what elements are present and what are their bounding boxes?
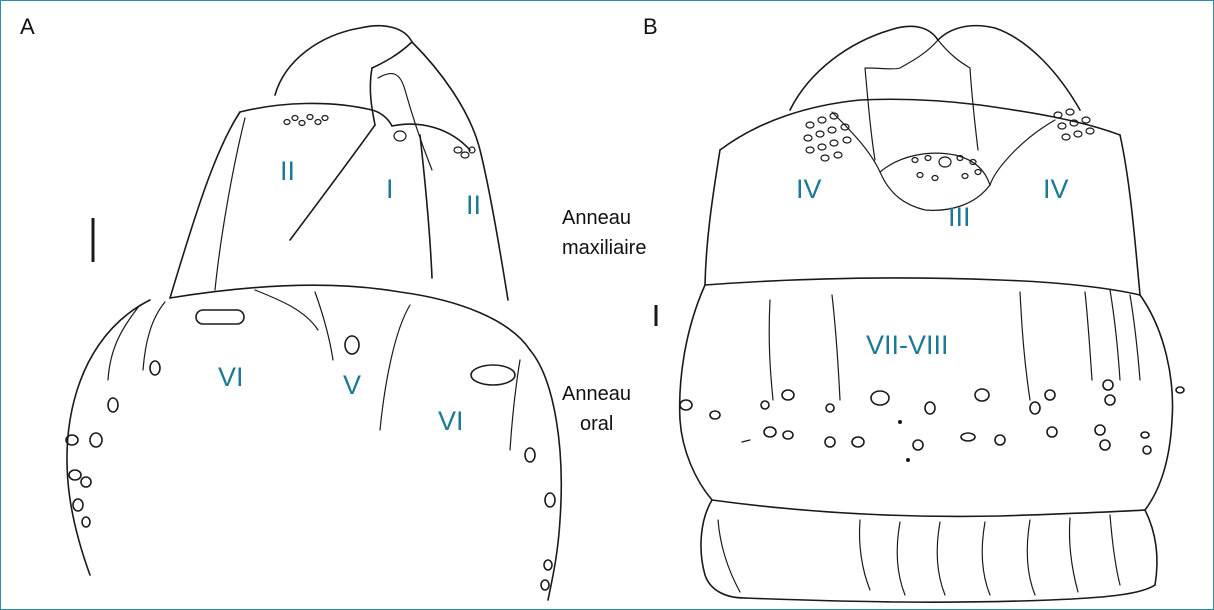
label-b-iv-left: IV [796, 174, 822, 204]
label-b-iv-right: IV [1043, 174, 1069, 204]
label-a-i: I [386, 174, 394, 204]
panel-a-sensilla-cluster [284, 115, 475, 159]
label-b-iii: III [948, 202, 971, 232]
panel-a-label: A [20, 14, 35, 39]
label-a-v: V [343, 370, 361, 400]
panel-b-sensilla-cluster [804, 109, 1094, 181]
caption-oral-line1: Anneau [562, 383, 631, 405]
label-a-ii-right: II [466, 190, 481, 220]
panel-b-label: B [643, 14, 658, 39]
caption-oral-line2: oral [580, 413, 613, 435]
panel-b-drawing [656, 26, 1184, 603]
caption-maxillary-line1: Anneau [562, 207, 631, 229]
label-a-vi-right: VI [438, 406, 464, 436]
caption-maxillary-line2: maxiliaire [562, 237, 646, 259]
label-a-ii-left: II [280, 156, 295, 186]
panel-a-drawing [66, 26, 561, 600]
label-a-vi-left: VI [218, 362, 244, 392]
label-b-vii-viii: VII-VIII [866, 330, 949, 360]
